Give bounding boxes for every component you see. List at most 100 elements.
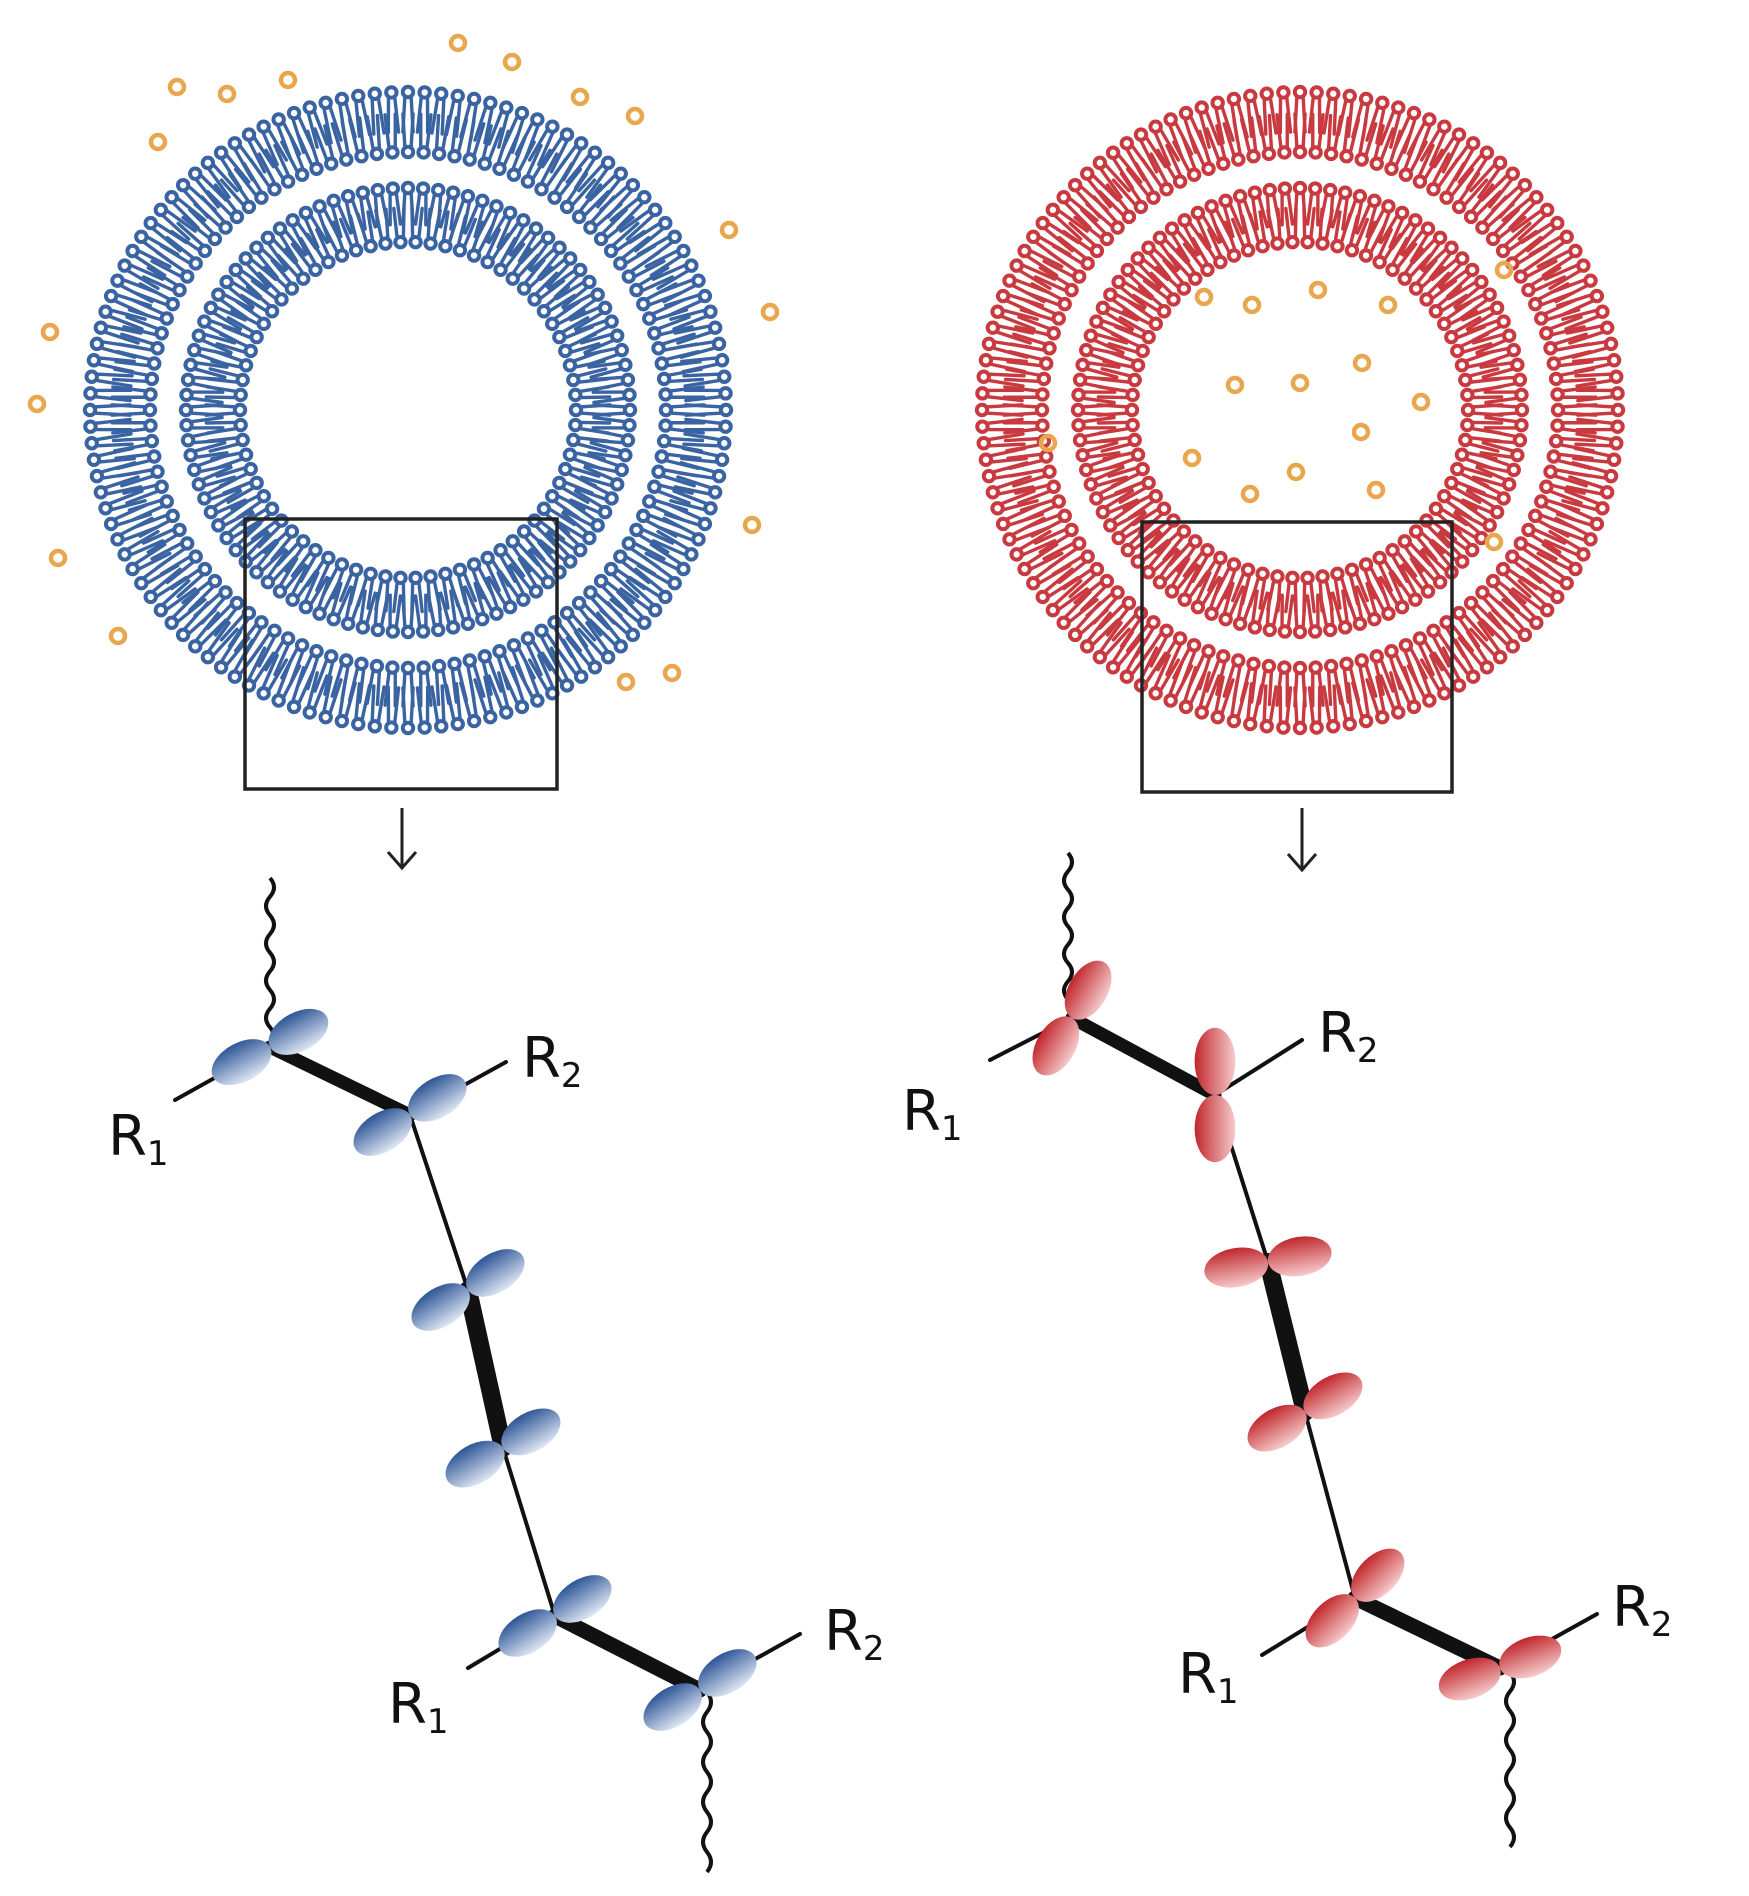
- lipid-head: [506, 638, 522, 653]
- lipid-head: [466, 713, 482, 729]
- single-bond: [1303, 1410, 1357, 1600]
- lipid-head: [1475, 220, 1490, 235]
- lipid-tail: [673, 324, 711, 335]
- lipid-tail: [172, 590, 200, 619]
- lipid-tail: [117, 468, 153, 478]
- lipid-tail: [1511, 587, 1543, 611]
- lipid-tail: [606, 580, 635, 605]
- lipid-head: [286, 105, 302, 121]
- lipid-tail: [1008, 459, 1043, 471]
- lipid-tail: [1014, 325, 1049, 337]
- lipid-tail: [1123, 519, 1153, 539]
- lipid-tail: [306, 671, 319, 708]
- lipid-tail: [284, 563, 307, 591]
- lipid-head: [1576, 258, 1591, 273]
- r2-bottom-label: R2: [1612, 1575, 1673, 1645]
- lipid-tail: [547, 529, 576, 551]
- p-orbital: [1204, 1236, 1332, 1288]
- lipid-head: [1358, 91, 1374, 107]
- lipid-tail: [1239, 667, 1251, 702]
- lipid-tail: [1383, 232, 1402, 260]
- lipid-head: [571, 595, 587, 611]
- lipid-tail: [517, 233, 537, 263]
- lipid-tail: [463, 585, 480, 617]
- lipid-tail: [579, 332, 613, 345]
- lipid-head: [1330, 566, 1345, 581]
- lipid-tail: [394, 594, 403, 628]
- lipid-tail: [146, 266, 178, 287]
- lipid-tail: [1276, 207, 1282, 239]
- lipid-tail: [1293, 582, 1298, 614]
- lipid-tail: [1341, 589, 1349, 623]
- lipid-head: [86, 452, 102, 467]
- lipid-head: [654, 449, 669, 464]
- molecule-dot: [1286, 462, 1306, 482]
- lipid-head: [1095, 300, 1111, 316]
- lipid-tail: [1420, 531, 1445, 555]
- lipid-tail: [306, 560, 325, 588]
- lipid-tail: [1560, 436, 1597, 443]
- lipid-head: [1455, 251, 1470, 266]
- lipid-head: [571, 209, 587, 225]
- lipid-tail: [113, 367, 149, 377]
- lipid-tail: [1423, 640, 1444, 672]
- lipid-head: [450, 88, 465, 104]
- lipid-tail: [330, 663, 344, 698]
- lipid-head: [603, 561, 619, 577]
- lipid-tail: [472, 122, 486, 157]
- lipid-tail: [676, 330, 712, 345]
- lipid-tail: [359, 197, 367, 231]
- lipid-tail: [578, 608, 603, 637]
- lipid-head: [1512, 433, 1528, 448]
- lipid-tail: [1262, 98, 1268, 136]
- lipid-tail: [1574, 442, 1612, 448]
- lipid-head: [1125, 417, 1140, 433]
- lipid-tail: [1198, 232, 1217, 260]
- lipid-head: [445, 185, 461, 200]
- lipid-head: [1437, 488, 1452, 504]
- lipid-head: [528, 221, 544, 236]
- lipid-tail: [1439, 269, 1468, 291]
- lipid-head: [197, 491, 212, 506]
- lipid-tail: [1379, 575, 1399, 605]
- lipid-head: [990, 501, 1005, 516]
- lipid-tail: [1456, 325, 1486, 340]
- lipid-tail: [570, 466, 601, 478]
- lipid-tail: [1558, 452, 1594, 461]
- lipid-tail: [1220, 106, 1235, 142]
- lipid-tail: [1511, 209, 1543, 233]
- lipid-tail: [1470, 377, 1502, 384]
- lipid-tail: [1465, 489, 1495, 509]
- lipid-tail: [1096, 395, 1129, 400]
- lipid-tail: [535, 525, 559, 549]
- lipid-head: [1072, 536, 1087, 551]
- lipid-tail: [1517, 555, 1549, 576]
- lipid-tail: [1551, 325, 1586, 337]
- lipid-head: [445, 620, 461, 635]
- lipid-head: [656, 433, 672, 449]
- lipid-head: [272, 221, 288, 236]
- lipid-head: [355, 620, 371, 635]
- lipid-tail: [257, 525, 281, 549]
- lipid-tail: [592, 415, 626, 424]
- lipid-tail: [1017, 315, 1051, 331]
- lipid-head: [393, 570, 408, 586]
- lipid-tail: [1526, 567, 1556, 593]
- lipid-tail: [540, 152, 559, 185]
- lipid-tail: [129, 263, 165, 281]
- lipid-head: [1420, 584, 1436, 599]
- lipid-tail: [1461, 498, 1493, 514]
- lipid-tail: [1047, 250, 1078, 273]
- lipid-tail: [1471, 420, 1504, 425]
- lipid-tail: [1139, 139, 1159, 174]
- lipid-head: [274, 292, 289, 307]
- lipid-head: [1277, 624, 1293, 639]
- lipid-tail: [204, 403, 236, 409]
- lipid-head: [516, 281, 532, 296]
- lipid-tail: [473, 205, 486, 239]
- lipid-tail: [296, 654, 314, 687]
- lipid-head: [408, 570, 423, 586]
- lipid-head: [1450, 343, 1465, 359]
- lipid-head: [117, 547, 132, 562]
- lipid-head: [1455, 554, 1470, 569]
